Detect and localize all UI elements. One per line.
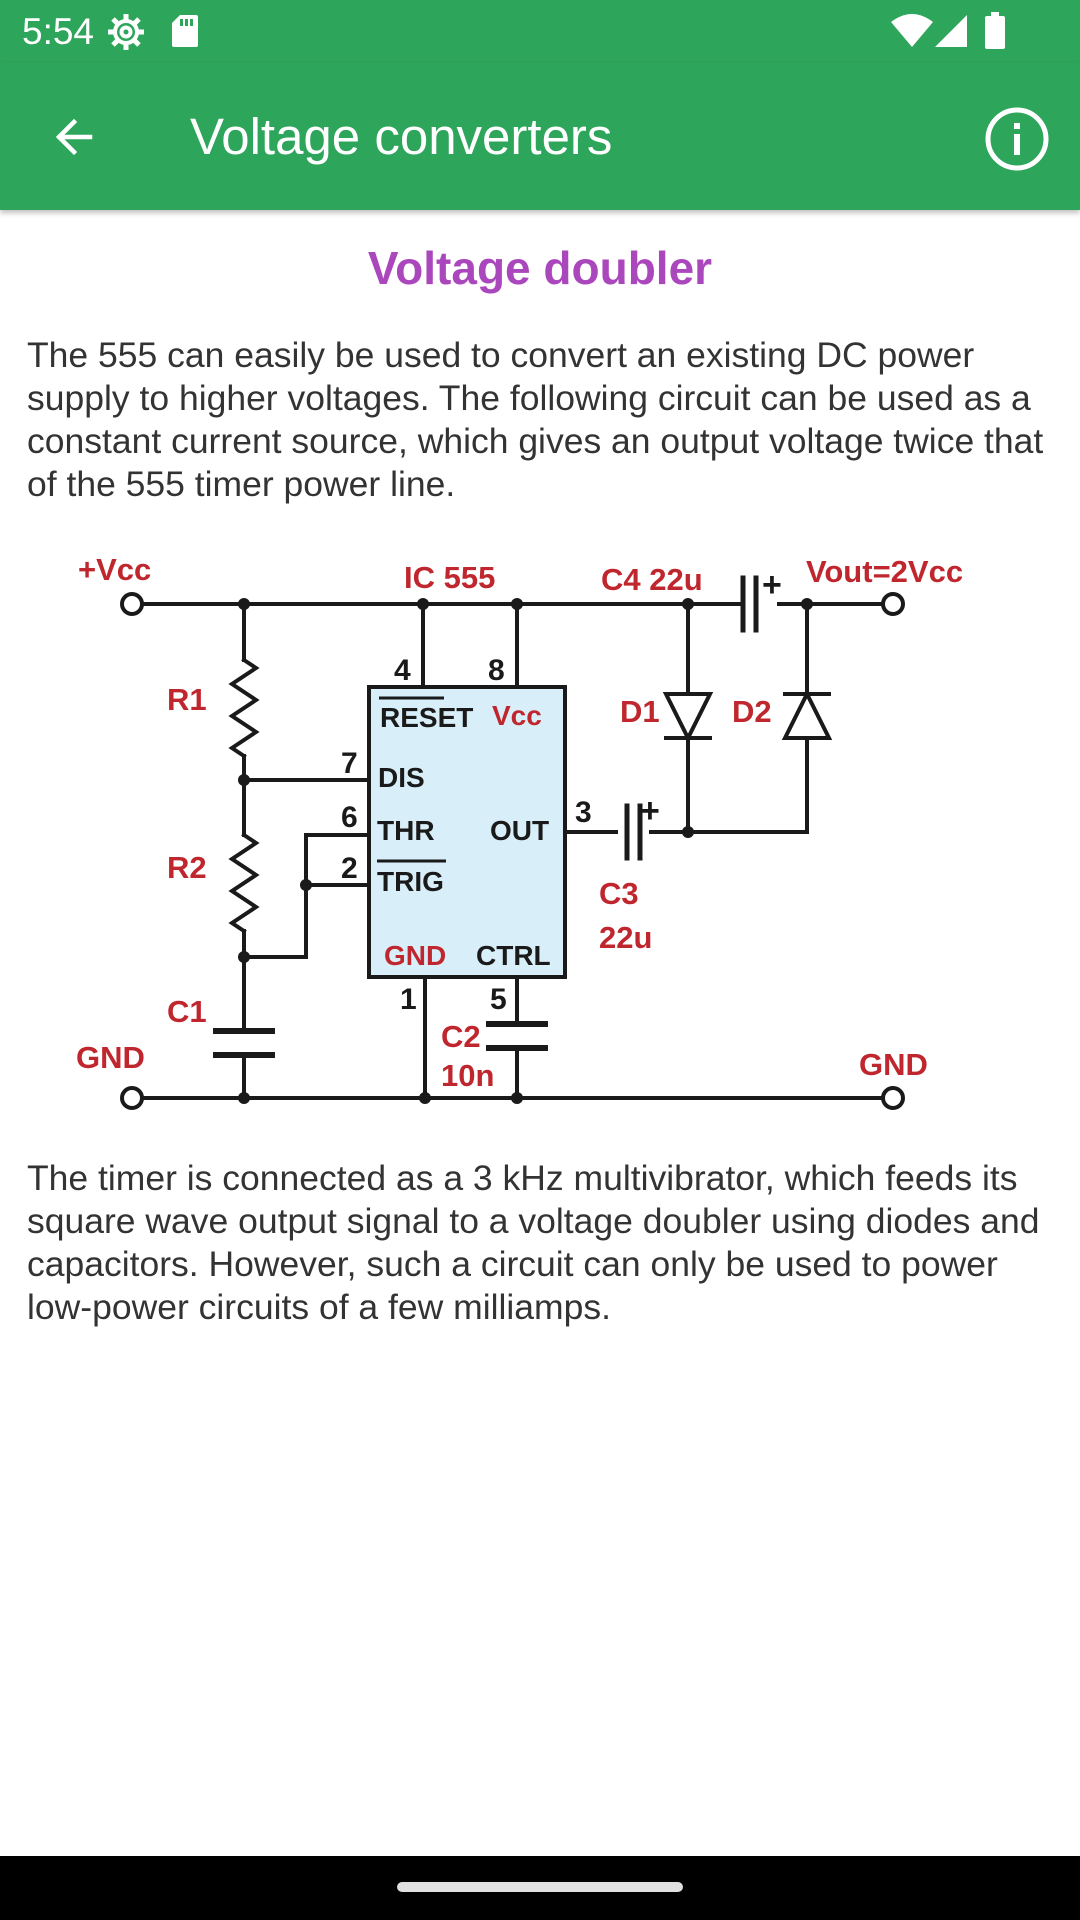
out-pin-label: OUT	[490, 815, 549, 846]
app-bar: Voltage converters	[0, 63, 1080, 210]
pin-8-number: 8	[488, 654, 505, 687]
app-title: Voltage converters	[190, 108, 613, 165]
gnd-right-label: GND	[859, 1047, 928, 1082]
c1-label: C1	[167, 994, 207, 1029]
c3-value-label: 22u	[599, 920, 652, 955]
gnd-left-label: GND	[76, 1040, 145, 1075]
c2-label: C2	[441, 1019, 481, 1054]
navigation-bar	[0, 1856, 1080, 1920]
home-gesture-handle[interactable]	[397, 1882, 683, 1892]
c2-value-label: 10n	[441, 1058, 494, 1093]
section-title: Voltage doubler	[367, 242, 713, 294]
c4-polarity-plus: +	[762, 566, 782, 604]
pin-1-number: 1	[400, 983, 417, 1016]
r1-label: R1	[167, 682, 207, 717]
info-button[interactable]	[979, 101, 1055, 177]
intro-paragraph: The 555 can easily be used to convert an…	[27, 335, 1044, 504]
trig-pin-label: TRIG	[377, 866, 444, 897]
battery-icon	[985, 12, 1005, 49]
voltage-doubler-circuit-diagram: +Vcc Vout=2Vcc GND GND IC 555 C4 22u R1 …	[76, 552, 963, 1110]
vcc-terminal-label: +Vcc	[78, 552, 151, 587]
wifi-icon	[891, 14, 933, 47]
c3-polarity-plus: +	[640, 792, 660, 830]
settings-gear-icon	[108, 14, 144, 50]
ic-label: IC 555	[404, 560, 495, 595]
c4-label: C4 22u	[601, 562, 703, 597]
info-icon	[985, 107, 1049, 171]
c3-label: C3	[599, 876, 639, 911]
d2-label: D2	[732, 694, 772, 729]
gnd-pin-label: GND	[384, 940, 446, 971]
pin-6-number: 6	[341, 801, 358, 834]
cellular-signal-icon	[935, 15, 967, 47]
sd-card-icon	[172, 15, 198, 47]
explanation-paragraph: The timer is connected as a 3 kHz multiv…	[27, 1158, 1040, 1327]
back-button[interactable]	[36, 99, 112, 175]
d1-label: D1	[620, 694, 660, 729]
vout-terminal-label: Vout=2Vcc	[806, 554, 963, 589]
reset-pin-label: RESET	[380, 702, 473, 733]
pin-2-number: 2	[341, 852, 358, 885]
pin-4-number: 4	[394, 654, 411, 687]
arrow-back-icon	[55, 118, 93, 156]
thr-pin-label: THR	[377, 815, 435, 846]
pin-3-number: 3	[575, 796, 592, 829]
ctrl-pin-label: CTRL	[476, 940, 551, 971]
status-bar: 5:54	[0, 0, 1080, 63]
dis-pin-label: DIS	[378, 762, 425, 793]
vcc-pin-label: Vcc	[492, 700, 542, 731]
pin-7-number: 7	[341, 747, 358, 780]
status-time: 5:54	[22, 11, 95, 52]
r2-label: R2	[167, 850, 207, 885]
pin-5-number: 5	[490, 983, 507, 1016]
